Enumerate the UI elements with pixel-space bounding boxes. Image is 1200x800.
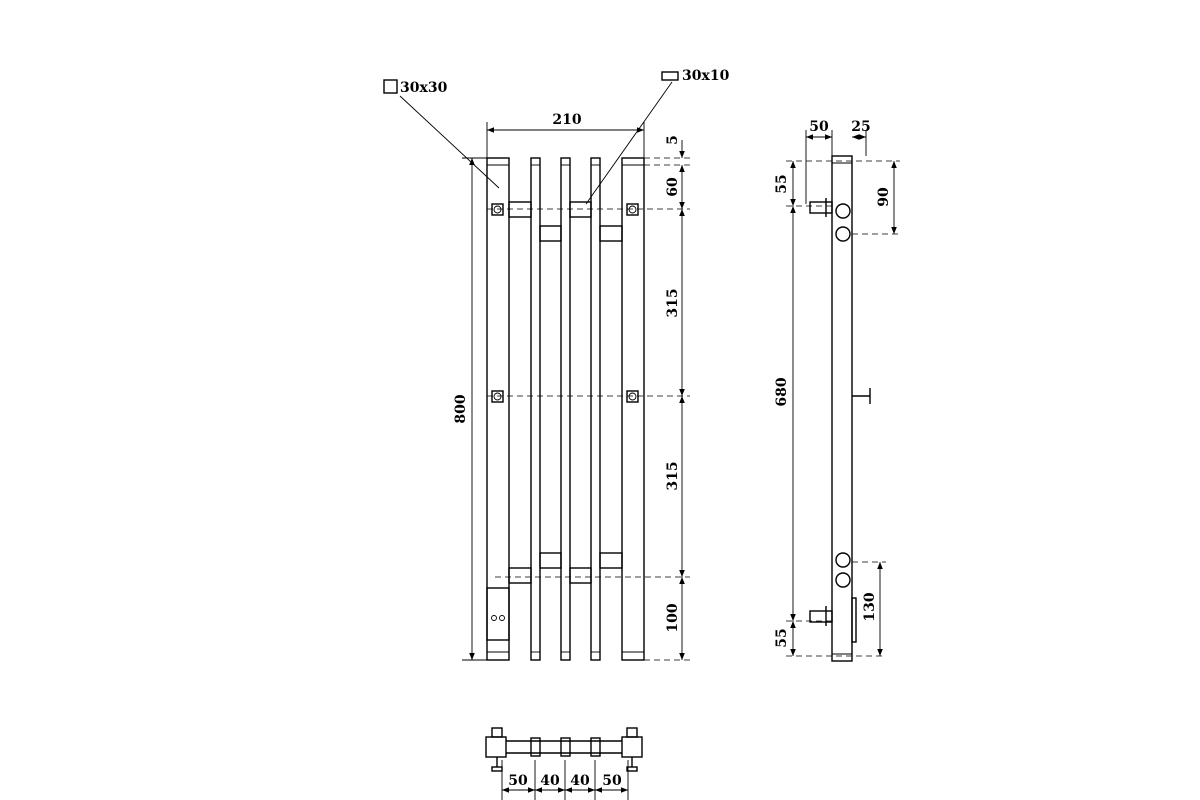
front-crossbar-upper-4 — [599, 225, 623, 242]
front-crossbar-upper-1 — [508, 201, 532, 218]
dim-bottom-offset: 100 — [665, 603, 681, 632]
side-bracket-top — [809, 201, 833, 214]
side-view: 50 25 55 680 55 90 130 — [774, 119, 900, 662]
mount-hole-icon — [491, 203, 639, 403]
dim-spacing-4: 50 — [602, 773, 622, 789]
side-bracket-bottom — [809, 610, 833, 623]
front-bar-2 — [560, 157, 571, 661]
front-crossbar-lower-2 — [539, 552, 562, 569]
front-crossbar-upper-3 — [569, 201, 592, 218]
front-crossbar-lower-1 — [508, 567, 532, 584]
front-bar-3 — [590, 157, 601, 661]
dim-width: 210 — [552, 112, 581, 128]
dim-spacing-3: 40 — [570, 773, 590, 789]
dim-span-lower: 315 — [665, 461, 681, 490]
dim-spacing-2: 40 — [540, 773, 560, 789]
top-left-block — [485, 736, 507, 758]
dim-bottom-130: 130 — [862, 592, 878, 621]
dim-depth-b: 25 — [851, 119, 870, 135]
front-left-rail — [486, 157, 510, 661]
dim-depth-a: 50 — [809, 119, 829, 135]
label-profile-rect: 30x10 — [682, 68, 730, 84]
front-crossbar-lower-4 — [599, 552, 623, 569]
dim-height: 800 — [453, 394, 469, 423]
dim-bottom-55: 55 — [774, 628, 790, 647]
top-view: 50 40 40 50 — [485, 727, 643, 800]
rect-profile-icon — [661, 71, 679, 81]
top-right-block — [621, 736, 643, 758]
front-crossbar-upper-2 — [539, 225, 562, 242]
square-profile-icon — [383, 79, 398, 94]
dim-spacing-1: 50 — [508, 773, 528, 789]
dim-top-55: 55 — [774, 174, 790, 193]
front-bar-1 — [530, 157, 541, 661]
side-rail — [831, 155, 853, 662]
junction-box — [486, 587, 510, 641]
front-crossbar-lower-3 — [569, 567, 592, 584]
dim-height-680: 680 — [774, 377, 790, 406]
dim-span-upper: 315 — [665, 288, 681, 317]
label-profile-square: 30x30 — [400, 80, 448, 96]
dim-top-offset: 60 — [665, 177, 681, 197]
dim-top-90: 90 — [876, 187, 892, 207]
front-view: 210 800 5 60 315 315 100 30x30 30x10 — [383, 68, 730, 661]
dim-top-gap: 5 — [665, 135, 681, 145]
front-right-rail — [621, 157, 645, 661]
